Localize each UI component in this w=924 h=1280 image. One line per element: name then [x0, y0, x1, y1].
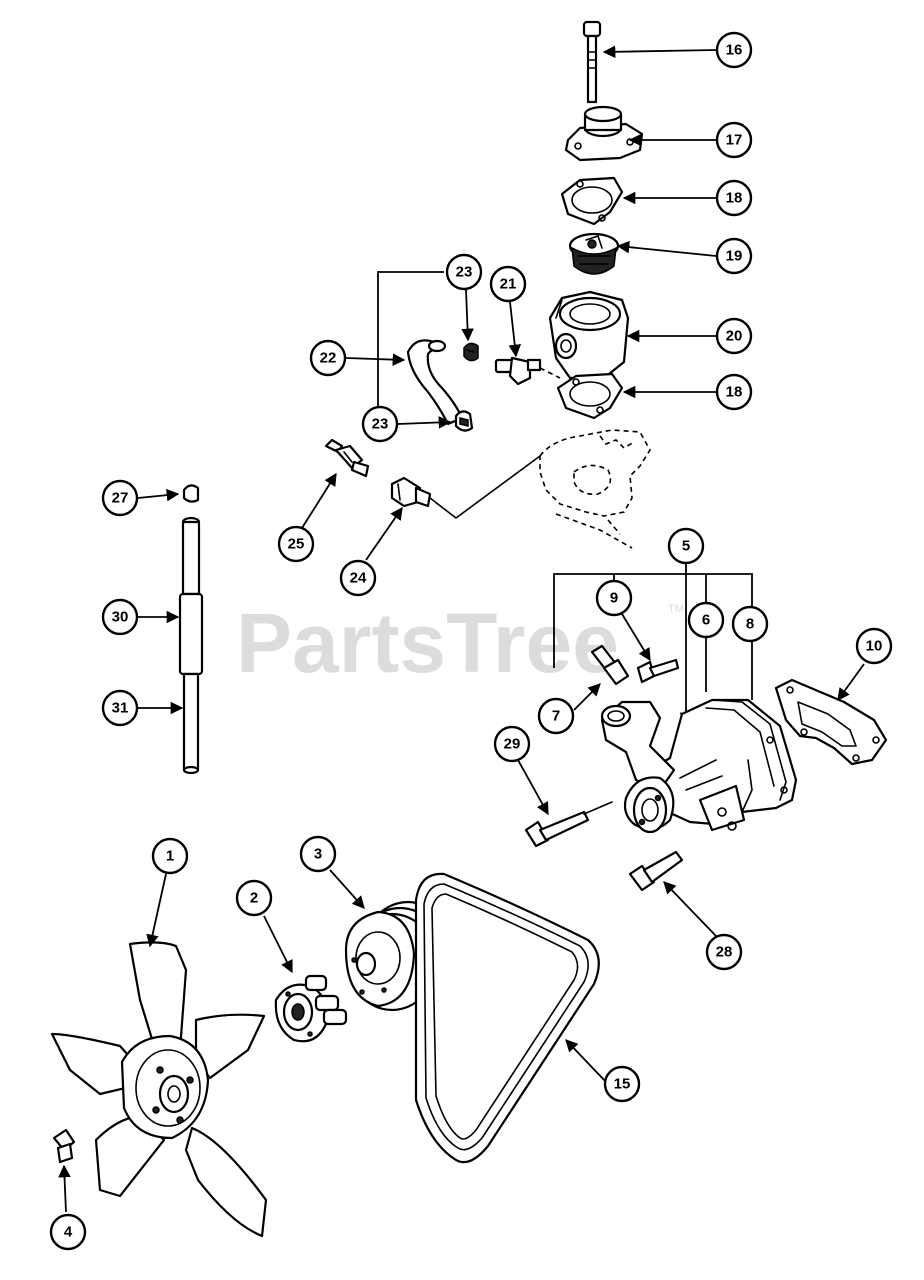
svg-text:21: 21 [500, 276, 517, 293]
svg-text:27: 27 [112, 490, 129, 507]
svg-text:22: 22 [320, 350, 337, 367]
leader-lines [58, 45, 865, 1213]
svg-text:17: 17 [726, 132, 743, 149]
part-15-v-belt [414, 872, 600, 1164]
svg-text:3: 3 [314, 846, 322, 863]
watermark-trademark: TM [668, 603, 684, 615]
part-18-gasket-top [560, 176, 624, 226]
callout-18-bottom[interactable]: 18 [715, 373, 753, 411]
callout-28[interactable]: 28 [705, 933, 743, 971]
callout-18-top[interactable]: 18 [715, 179, 753, 217]
part-21-fitting [494, 356, 561, 386]
part-25-temperature-sender [324, 438, 370, 478]
callout-16[interactable]: 16 [715, 31, 753, 69]
callout-10[interactable]: 10 [855, 627, 893, 665]
svg-text:9: 9 [610, 590, 618, 607]
callout-27[interactable]: 27 [101, 479, 139, 517]
part-17-thermostat-cover [564, 105, 644, 162]
svg-text:24: 24 [350, 570, 367, 587]
part-18-gasket-bottom [556, 372, 624, 420]
part-20-thermostat-housing [548, 290, 630, 380]
callout-2[interactable]: 2 [235, 879, 273, 917]
callout-20[interactable]: 20 [715, 317, 753, 355]
callout-25[interactable]: 25 [277, 525, 315, 563]
svg-text:29: 29 [504, 736, 521, 753]
part-7-stud [590, 644, 630, 686]
part-16-bolt [582, 20, 602, 104]
callout-17[interactable]: 17 [715, 121, 753, 159]
callout-5[interactable]: 5 [667, 527, 705, 565]
part-24-plug-fitting [390, 455, 541, 519]
svg-text:8: 8 [746, 616, 754, 633]
part-4-bolt [52, 1128, 76, 1164]
part-23-clamp-top [463, 342, 479, 362]
callout-19[interactable]: 19 [715, 237, 753, 275]
svg-text:28: 28 [716, 944, 733, 961]
part-19-thermostat [568, 232, 620, 275]
svg-text:30: 30 [112, 609, 129, 626]
part-2-fan-spacer [274, 974, 348, 1043]
watermark: PartsTree [236, 596, 619, 690]
part-30-31-dipstick-tube [178, 516, 204, 775]
callout-8[interactable]: 8 [731, 605, 769, 643]
svg-text:6: 6 [702, 612, 710, 629]
part-23-clamp-bottom [454, 410, 474, 432]
callout-3[interactable]: 3 [299, 835, 337, 873]
svg-text:2: 2 [250, 890, 258, 907]
callout-22[interactable]: 22 [309, 339, 347, 377]
svg-text:10: 10 [866, 638, 883, 655]
part-10-pump-gasket [774, 678, 888, 766]
svg-text:18: 18 [726, 190, 743, 207]
svg-text:23: 23 [372, 416, 389, 433]
part-29-long-bolt [524, 801, 613, 848]
svg-text:5: 5 [682, 538, 690, 555]
callout-1[interactable]: 1 [151, 837, 189, 875]
callout-4[interactable]: 4 [49, 1213, 87, 1251]
part-27-clip [182, 484, 200, 503]
svg-text:16: 16 [726, 42, 743, 59]
svg-text:19: 19 [726, 248, 743, 265]
callout-21[interactable]: 21 [489, 265, 527, 303]
part-28-bolt [628, 850, 684, 892]
callout-6[interactable]: 6 [687, 601, 725, 639]
callout-9[interactable]: 9 [595, 579, 633, 617]
callout-7[interactable]: 7 [537, 697, 575, 735]
callout-15[interactable]: 15 [603, 1065, 641, 1103]
part-5-water-pump [600, 698, 798, 834]
callout-23-bottom[interactable]: 23 [361, 405, 399, 443]
part-1-fan [50, 941, 268, 1238]
svg-text:25: 25 [288, 536, 305, 553]
engine-block-outline [539, 429, 651, 549]
svg-text:31: 31 [112, 700, 129, 717]
callout-23-top[interactable]: 23 [445, 253, 483, 291]
svg-text:7: 7 [552, 708, 560, 725]
svg-text:1: 1 [166, 848, 174, 865]
part-22-hose [406, 339, 464, 426]
svg-text:15: 15 [614, 1076, 631, 1093]
callout-30[interactable]: 30 [101, 598, 139, 636]
svg-text:23: 23 [456, 264, 473, 281]
callout-24[interactable]: 24 [339, 559, 377, 597]
svg-text:20: 20 [726, 328, 743, 345]
callout-29[interactable]: 29 [493, 725, 531, 763]
callout-31[interactable]: 31 [101, 689, 139, 727]
part-9-bolt [636, 658, 680, 684]
svg-text:4: 4 [64, 1224, 73, 1241]
svg-text:18: 18 [726, 384, 743, 401]
